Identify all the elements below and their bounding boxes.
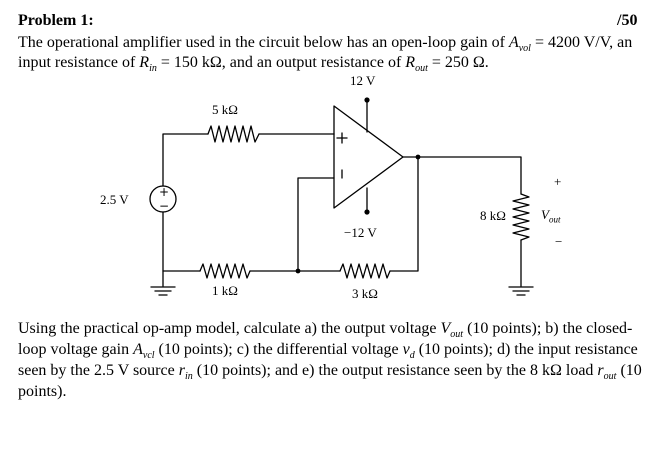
label-vout: Vout	[541, 207, 561, 225]
resistor-5k	[207, 125, 260, 143]
task-rout-subscript: out	[603, 371, 617, 383]
intro-text-1: The operational amplifier used in the ci…	[18, 34, 509, 51]
supply-pos-node	[364, 97, 370, 103]
vout-label-subscript: out	[548, 214, 561, 225]
input-wire	[162, 133, 209, 187]
rin-subscript: in	[149, 63, 157, 75]
rin-symbol: R	[139, 54, 150, 71]
task-avcl-symbol: A	[133, 341, 143, 358]
label-resistor-1k: 1 kΩ	[212, 283, 238, 298]
task-vd-symbol: v	[402, 341, 410, 358]
rout-symbol: R	[405, 54, 416, 71]
task-avcl-subscript: vcl	[142, 350, 155, 362]
avol-symbol: A	[508, 34, 519, 51]
resistor-1k	[199, 263, 251, 279]
label-minus-12v: −12 V	[344, 225, 377, 240]
task-text-3: (10 points); c) the differential voltage	[154, 341, 403, 358]
source-minus-sign: −	[159, 199, 170, 213]
resistor-8k	[512, 193, 530, 241]
feedback-wire	[389, 156, 419, 272]
junction-inverting	[295, 268, 301, 274]
vout-minus-sign: −	[555, 234, 563, 249]
intro-text-3: = 150 kΩ, and an output resistance of	[156, 54, 406, 71]
task-vout-subscript: out	[450, 329, 464, 341]
task-rin-symbol: r	[178, 362, 185, 379]
task-rin-subscript: in	[184, 371, 193, 383]
ground-right	[508, 286, 534, 296]
problem-statement: The operational amplifier used in the ci…	[18, 33, 650, 75]
resistor-3k	[339, 263, 391, 279]
output-wire	[402, 156, 522, 195]
vout-plus-sign: +	[554, 174, 562, 189]
task-text-1: Using the practical op-amp model, calcul…	[18, 320, 441, 337]
avol-subscript: vol	[518, 43, 531, 55]
intro-text-4: = 250 Ω.	[427, 54, 489, 71]
supply-neg-node	[364, 209, 370, 215]
task-text-5: (10 points); and e) the output resistanc…	[192, 362, 598, 379]
opamp	[333, 105, 404, 209]
intro-text-2: = 4200 V/V, an input resistance of	[18, 34, 633, 71]
rout-subscript: out	[415, 63, 428, 75]
task-text-6: (10 points).	[18, 362, 642, 400]
task-text-4: (10 points); d) the input resistance see…	[18, 341, 638, 379]
inverting-wire	[297, 177, 335, 272]
ground-left	[150, 286, 176, 296]
task-text-2: (10 points); b) the closed-loop voltage …	[18, 320, 633, 358]
task-vout-symbol: V	[440, 320, 451, 337]
problem-title: Problem 1:	[18, 12, 94, 29]
label-12v: 12 V	[350, 73, 376, 88]
source-plus-sign: +	[159, 185, 170, 199]
label-resistor-3k: 3 kΩ	[352, 286, 378, 301]
junction-output	[415, 154, 421, 160]
label-resistor-8k: 8 kΩ	[480, 208, 506, 223]
problem-tasks: Using the practical op-amp model, calcul…	[18, 318, 654, 402]
label-resistor-5k: 5 kΩ	[212, 102, 238, 117]
vout-label-symbol: V	[541, 207, 549, 222]
task-vd-subscript: d	[409, 350, 415, 362]
task-rout-symbol: r	[597, 362, 604, 379]
problem-points: /50	[617, 12, 638, 29]
label-source-2v5: 2.5 V	[100, 192, 129, 207]
